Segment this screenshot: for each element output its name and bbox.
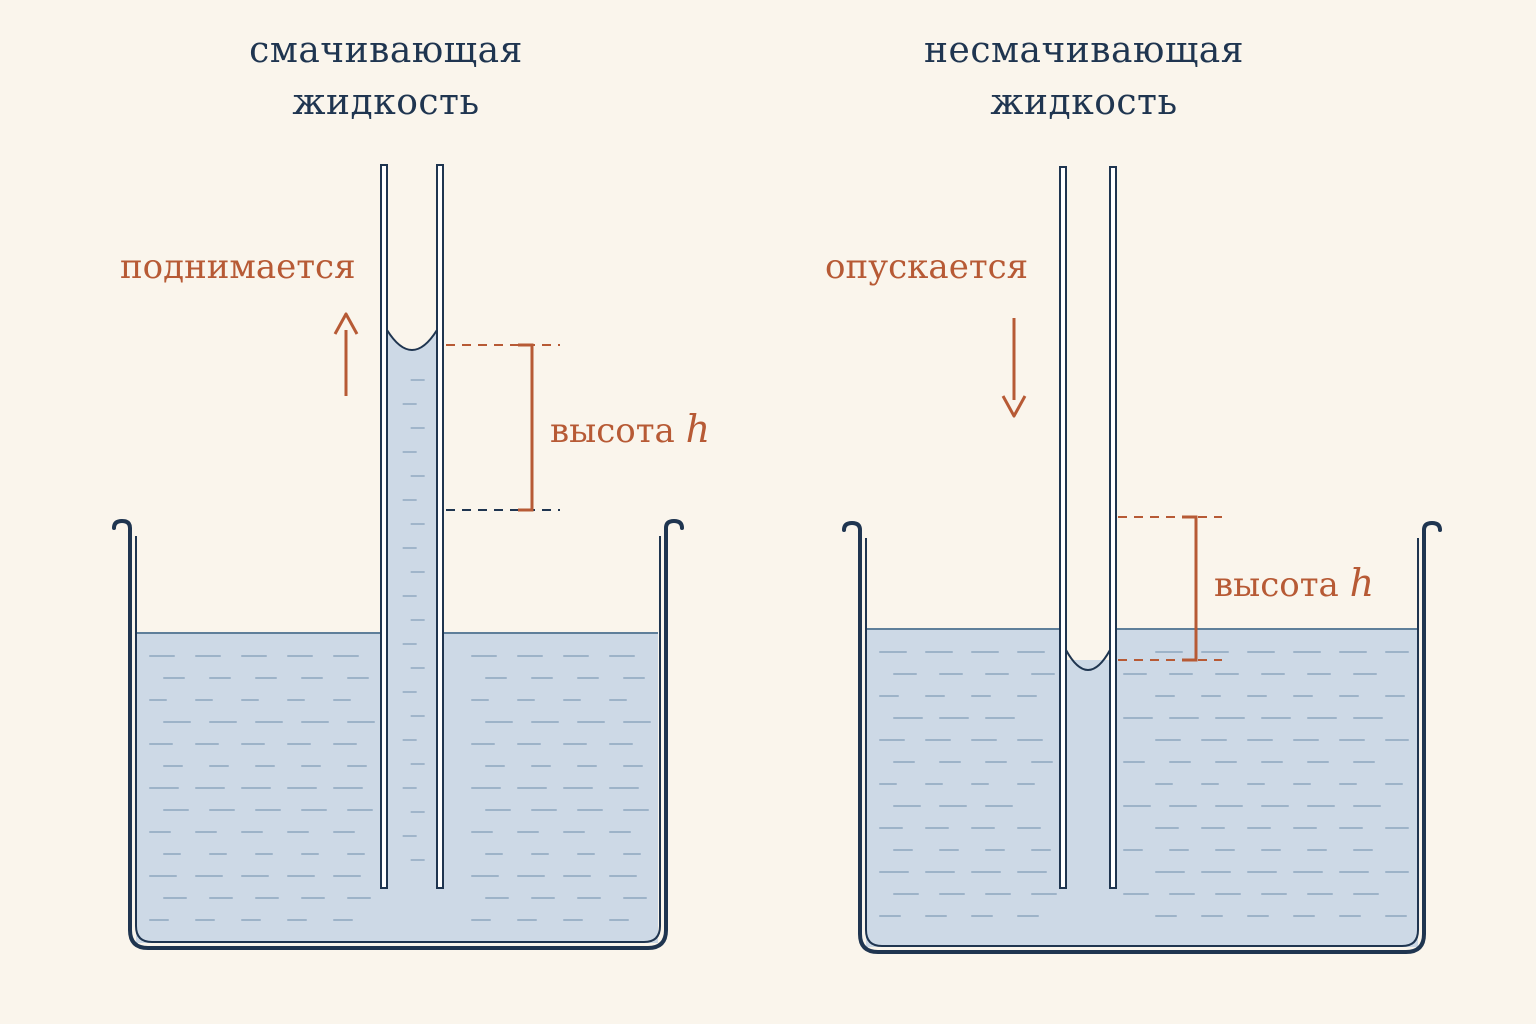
up-arrow-head-icon — [333, 312, 359, 335]
left-direction-label: поднимается — [120, 247, 356, 287]
left-height-bracket — [518, 343, 534, 512]
left-liquid-ripples — [149, 655, 651, 921]
right-tube-wall — [1059, 166, 1067, 889]
right-tube-wall — [1109, 166, 1117, 889]
right-direction-label: опускается — [825, 247, 1028, 287]
left-title-line1: смачивающая — [249, 30, 523, 71]
right-height-bracket — [1182, 515, 1198, 662]
left-vessel-inner-outline — [135, 536, 661, 943]
right-title-line1: несмачивающая — [924, 30, 1244, 71]
right-vessel-inner-outline — [865, 538, 1419, 947]
left-tube-wall — [380, 164, 388, 889]
left-tube-wall — [436, 164, 444, 889]
right-height-symbol: h — [1350, 561, 1374, 605]
right-liquid-ripples — [879, 651, 1409, 917]
right-height-label: высота h — [1214, 561, 1374, 605]
right-tube-air-gap — [1066, 600, 1110, 660]
left-height-symbol: h — [686, 407, 710, 451]
down-arrow-head-icon — [1001, 395, 1027, 418]
right-title-line2: жидкость — [990, 82, 1177, 123]
left-concave-meniscus — [386, 329, 438, 351]
left-panel: смачивающая жидкость поднимается высота … — [112, 30, 710, 950]
right-vessel-outline — [842, 521, 1442, 954]
right-panel: несмачивающая жидкость опускается высота… — [825, 30, 1442, 954]
right-convex-meniscus — [1065, 649, 1111, 671]
right-vessel-liquid — [866, 629, 1418, 947]
left-vessel-outline — [112, 519, 684, 950]
left-height-label: высота h — [550, 407, 710, 451]
left-tube-liquid-column — [387, 330, 437, 888]
left-title-line2: жидкость — [292, 82, 479, 123]
left-tube-ripples — [402, 379, 425, 861]
right-tube-liquid-column — [1066, 660, 1110, 888]
